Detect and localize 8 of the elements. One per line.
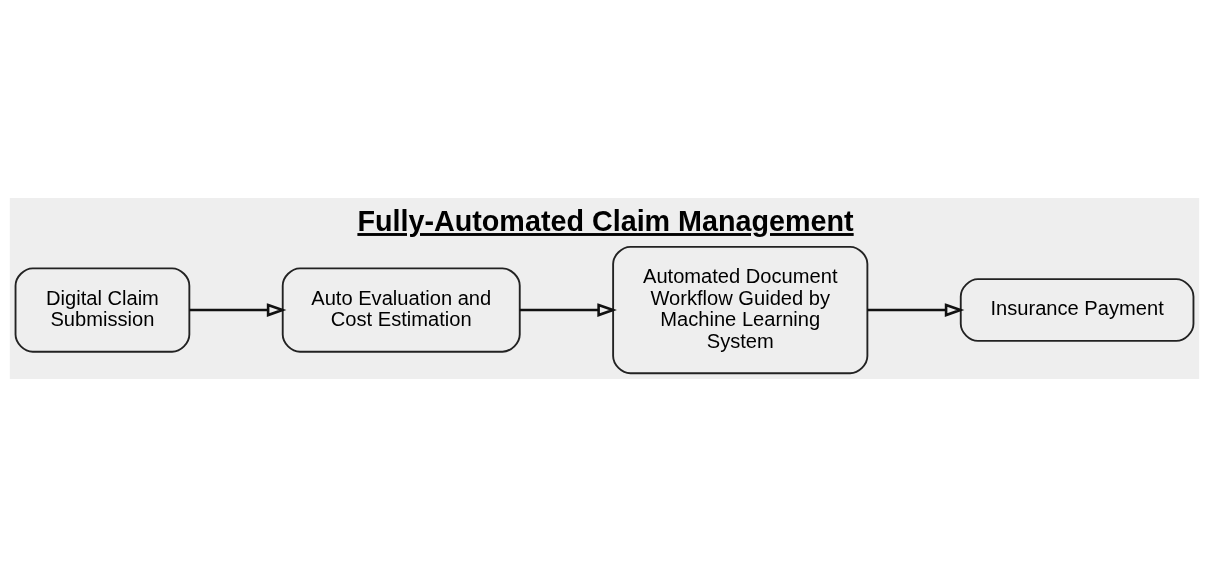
arrow [189,303,287,317]
diagram-title: Fully-Automated Claim Management [357,205,854,238]
node-box: Insurance Payment [959,278,1195,342]
node-box: Digital Claim Submission [14,267,191,353]
arrow [519,303,617,317]
arrow [867,303,965,317]
node-box: Automated Document Workflow Guided by Machine Learning System [612,245,869,375]
node-box: Auto Evaluation and Cost Estimation [281,267,521,353]
